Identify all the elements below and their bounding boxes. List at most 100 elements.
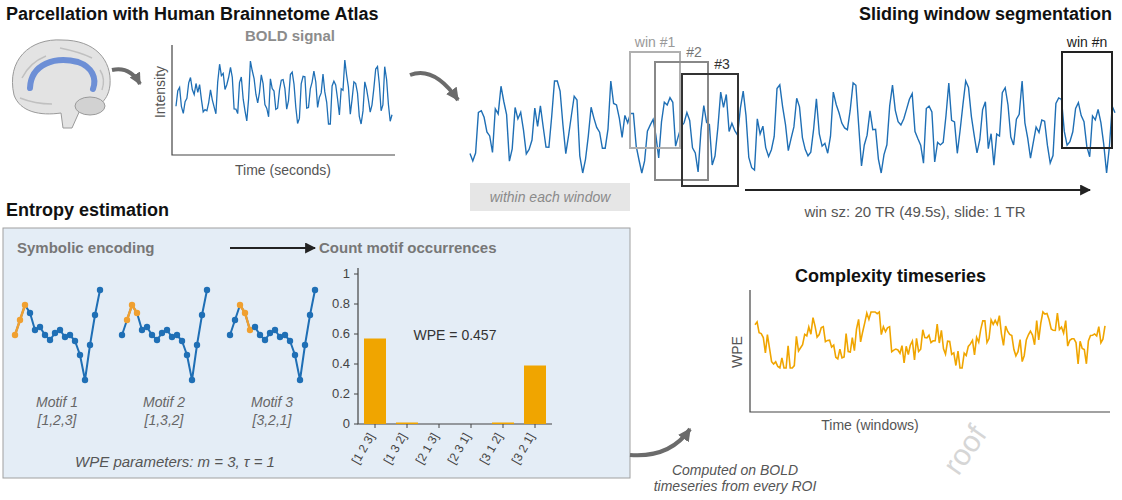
sample-dot bbox=[159, 330, 165, 336]
sample-dot bbox=[27, 310, 33, 316]
step-heading: Symbolic encoding bbox=[15, 236, 230, 262]
sample-dot bbox=[287, 338, 293, 344]
window-label: win #1 bbox=[635, 34, 675, 50]
motif-highlight bbox=[127, 305, 137, 320]
sample-dot bbox=[77, 352, 83, 358]
tick-label: 0.2 bbox=[332, 387, 350, 402]
motif-line bbox=[122, 290, 207, 380]
sample-dot bbox=[227, 332, 233, 338]
sample-dot bbox=[82, 377, 88, 383]
signal-title: BOLD signal bbox=[245, 27, 335, 44]
sample-dot bbox=[22, 302, 28, 308]
sample-dot bbox=[67, 332, 73, 338]
sample-dot bbox=[139, 327, 145, 333]
window-label: #3 bbox=[714, 56, 730, 72]
sample-dot bbox=[12, 332, 18, 338]
axis-label: Time (seconds) bbox=[235, 162, 331, 178]
sample-dot bbox=[272, 327, 278, 333]
node-text: Sliding window segmentation bbox=[859, 4, 1112, 25]
sample-dot bbox=[252, 324, 258, 330]
bar bbox=[524, 366, 546, 425]
axis-label: Time (windows) bbox=[821, 417, 919, 433]
category-label: [3 2 1] bbox=[510, 431, 539, 467]
sample-dot bbox=[57, 327, 63, 333]
sample-dot bbox=[72, 338, 78, 344]
category-label: [3 1 2] bbox=[478, 431, 507, 467]
sample-dot bbox=[237, 302, 243, 308]
bold-signal bbox=[176, 60, 392, 124]
edge-label: Computed on BOLD timeseries from every R… bbox=[645, 462, 825, 494]
tick-mark bbox=[354, 394, 358, 395]
brain-gyri bbox=[20, 48, 103, 104]
tick-mark bbox=[354, 304, 358, 305]
tick-label: 1 bbox=[343, 267, 350, 282]
window-parameters: win sz: 20 TR (49.5s), slide: 1 TR bbox=[804, 203, 1025, 220]
sample-dot bbox=[169, 334, 175, 340]
sample-dot bbox=[17, 317, 23, 323]
sample-dot bbox=[144, 324, 150, 330]
sample-dot bbox=[47, 337, 53, 343]
cerebellum bbox=[75, 97, 105, 115]
connector bbox=[410, 73, 458, 100]
window-frame bbox=[630, 52, 680, 148]
axis-label: WPE bbox=[729, 336, 745, 368]
bar bbox=[396, 423, 418, 425]
sample-dot bbox=[292, 352, 298, 358]
plot-axes bbox=[172, 45, 395, 155]
sample-dot bbox=[124, 317, 130, 323]
sample-dot bbox=[32, 327, 38, 333]
sample-dot bbox=[267, 330, 273, 336]
window-label: #2 bbox=[686, 44, 702, 60]
sample-dot bbox=[149, 332, 155, 338]
sample-dot bbox=[154, 337, 160, 343]
sample-dot bbox=[62, 334, 68, 340]
motif-pattern: [1,2,3] bbox=[38, 412, 77, 428]
sample-dot bbox=[87, 342, 93, 348]
tick-mark bbox=[407, 424, 408, 428]
node-text: Parcellation with Human Brainnetome Atla… bbox=[6, 4, 378, 25]
bar bbox=[492, 423, 514, 425]
sample-dot bbox=[37, 324, 43, 330]
window-frames bbox=[630, 52, 1112, 186]
sample-dot bbox=[179, 338, 185, 344]
sample-dot bbox=[277, 334, 283, 340]
watermark: roof bbox=[936, 419, 994, 481]
sample-dot bbox=[52, 330, 58, 336]
entropy-value: WPE = 0.457 bbox=[414, 327, 497, 343]
flow-arrow bbox=[112, 69, 140, 84]
tick-mark bbox=[354, 274, 358, 275]
sample-dot bbox=[92, 312, 98, 318]
sample-dot bbox=[262, 337, 268, 343]
sample-dot bbox=[282, 332, 288, 338]
tick-mark bbox=[354, 364, 358, 365]
tick-label: 0 bbox=[343, 417, 350, 432]
tick-mark bbox=[439, 424, 440, 428]
sample-dot bbox=[307, 312, 313, 318]
complexity-signal bbox=[755, 312, 1105, 368]
sample-dot bbox=[97, 287, 103, 293]
plot-axes bbox=[358, 268, 552, 424]
sample-dot bbox=[242, 310, 248, 316]
motif-name: Motif 3 bbox=[251, 394, 293, 410]
step-heading: Count motif occurrences bbox=[315, 236, 610, 262]
connector bbox=[230, 247, 315, 249]
motif-line bbox=[15, 290, 100, 380]
tick-mark bbox=[471, 424, 472, 428]
connector bbox=[630, 429, 690, 455]
category-label: [2 1 3] bbox=[414, 431, 443, 467]
motif-name: Motif 1 bbox=[36, 394, 78, 410]
node-text: within each window bbox=[490, 189, 611, 205]
entropy-panel bbox=[3, 228, 630, 478]
tick-label: 0.6 bbox=[332, 327, 350, 342]
sample-dot bbox=[247, 327, 253, 333]
sample-dot bbox=[257, 332, 263, 338]
tick-mark bbox=[354, 334, 358, 335]
sample-dot bbox=[129, 302, 135, 308]
brain-outline bbox=[12, 40, 110, 128]
tick-label: 0.4 bbox=[332, 357, 350, 372]
context-tag: within each window bbox=[470, 183, 630, 211]
sample-dot bbox=[119, 332, 125, 338]
bar bbox=[364, 339, 386, 425]
panel-heading: Parcellation with Human Brainnetome Atla… bbox=[0, 0, 410, 185]
